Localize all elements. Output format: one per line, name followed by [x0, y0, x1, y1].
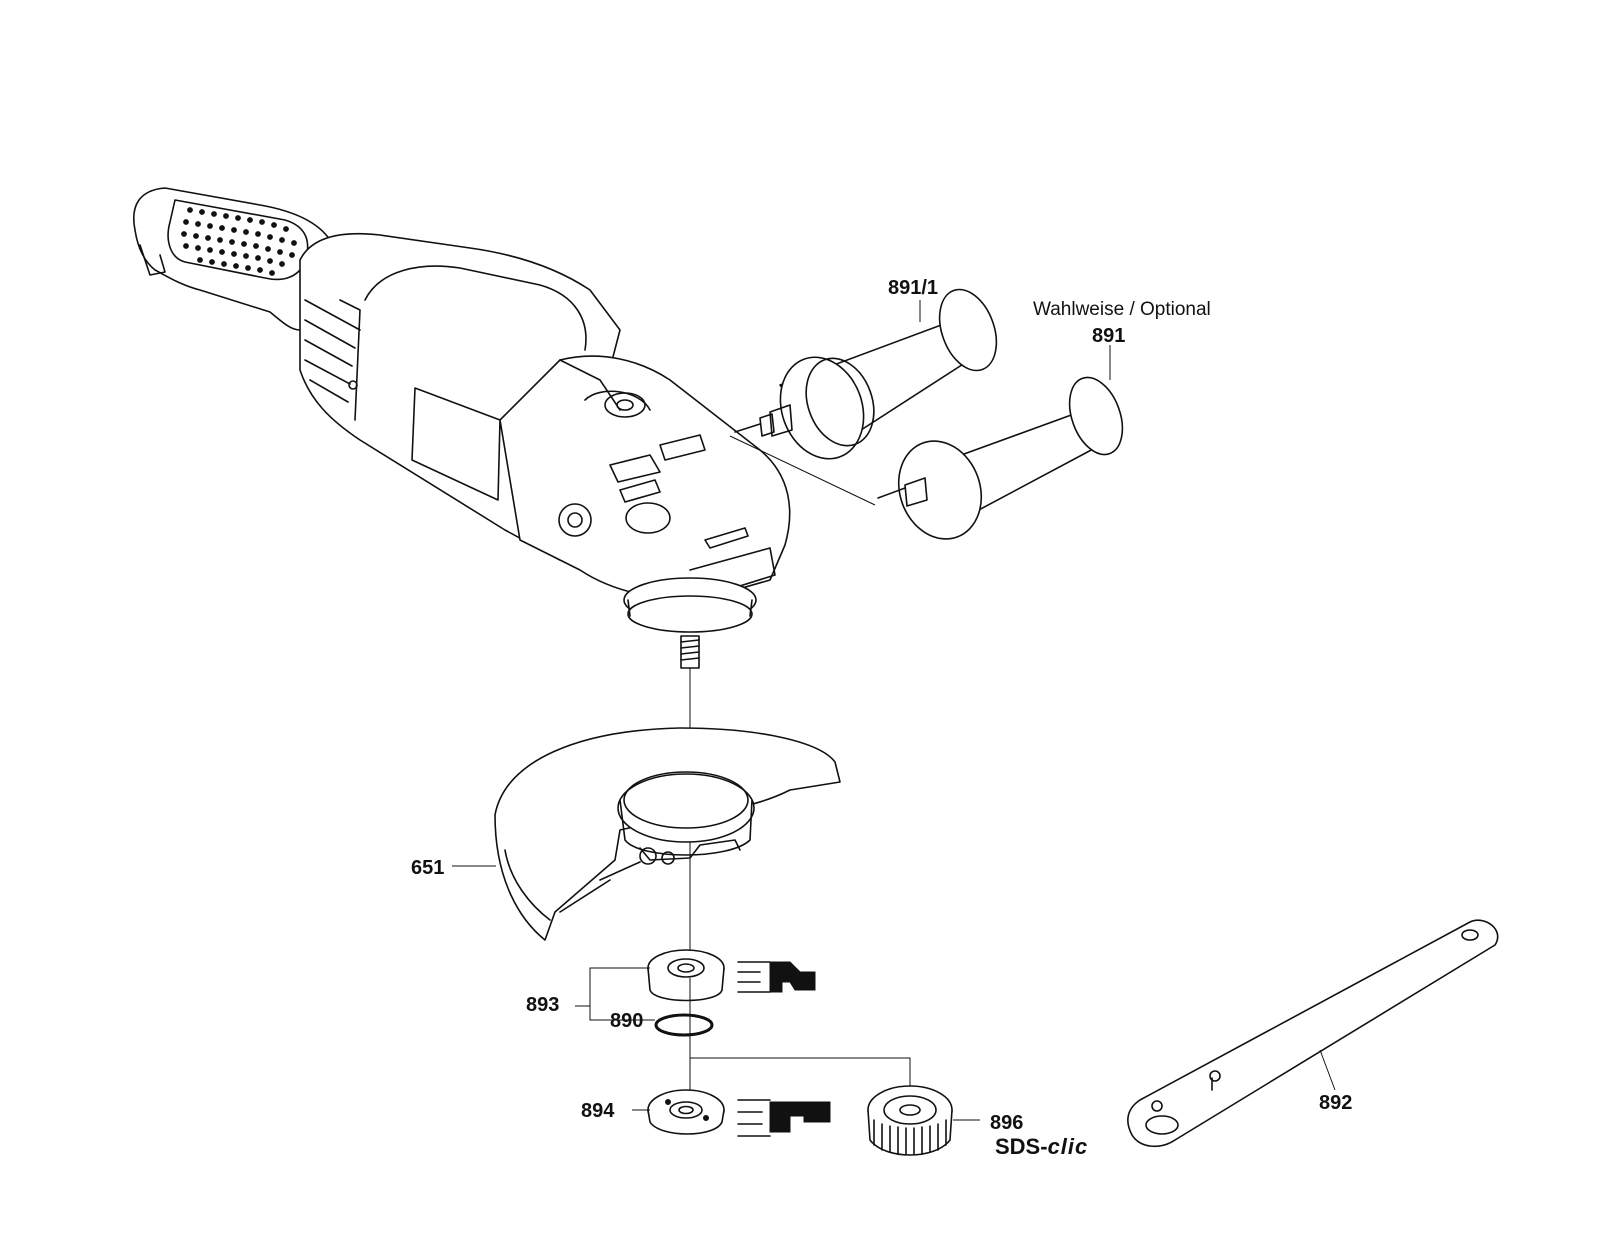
mounting-symbol-icon	[737, 1099, 831, 1137]
side-handle-891-icon	[877, 376, 1124, 540]
part-label-651: 651	[411, 857, 445, 879]
quick-clamping-nut-896-icon	[690, 1057, 953, 1156]
sds-prefix: SDS-	[995, 1134, 1048, 1159]
grip-dots	[181, 207, 297, 276]
clamping-flange-894-icon	[647, 1089, 725, 1135]
angle-grinder-icon	[133, 187, 791, 669]
part-label-893: 893	[526, 994, 560, 1016]
mounting-symbol-icon	[737, 961, 816, 993]
flange-nut-893-icon	[647, 949, 725, 1002]
part-label-892: 892	[1319, 1092, 1353, 1114]
side-handle-891-1-icon	[734, 288, 998, 460]
handle-leader-line	[729, 435, 876, 506]
spanner-892-icon	[1127, 919, 1499, 1148]
leader-lines	[452, 300, 1336, 1121]
sds-clic-logo: clic	[1047, 1134, 1089, 1159]
part-label-894: 894	[581, 1100, 615, 1122]
part-label-891-1: 891/1	[888, 277, 939, 299]
part-label-891: 891	[1092, 325, 1126, 347]
wheel-guard-651-icon	[494, 727, 841, 941]
sds-clic-label: SDS-clic	[995, 1136, 1088, 1158]
o-ring-890-icon	[654, 1013, 714, 1037]
optional-note: Wahlweise / Optional	[1033, 299, 1211, 320]
part-label-896: 896	[990, 1112, 1024, 1134]
part-label-890: 890	[610, 1010, 644, 1032]
